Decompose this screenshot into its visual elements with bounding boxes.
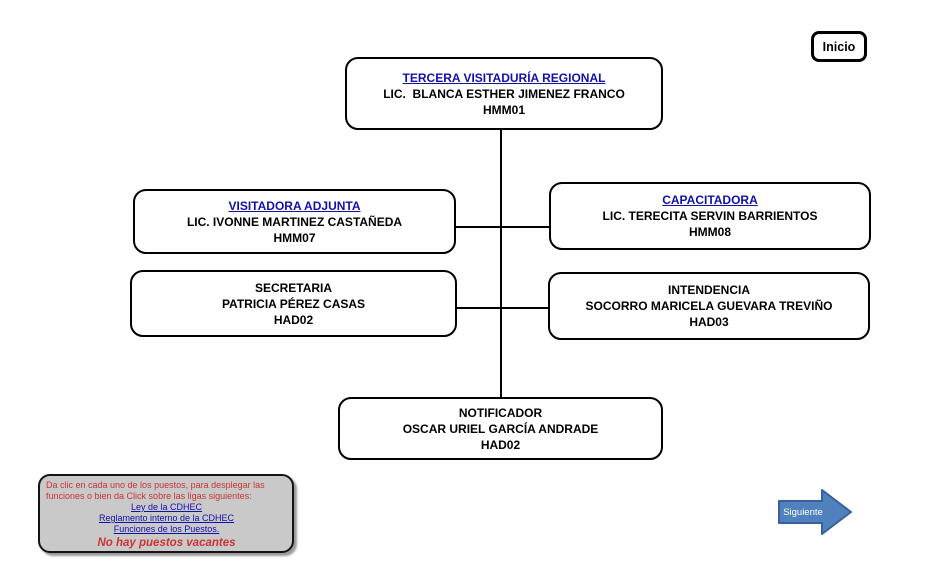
org-node-person: LIC. BLANCA ESTHER JIMENEZ FRANCO (383, 86, 625, 101)
org-node-intendencia[interactable]: INTENDENCIA SOCORRO MARICELA GUEVARA TRE… (548, 272, 870, 340)
inicio-button[interactable]: Inicio (811, 31, 867, 62)
org-node-title-link[interactable]: VISITADORA ADJUNTA (228, 198, 361, 213)
org-node-person: SOCORRO MARICELA GUEVARA TREVIÑO (585, 299, 833, 313)
instructions-text: Da clic en cada uno de los puestos, para… (46, 480, 265, 501)
org-node-person: OSCAR URIEL GARCÍA ANDRADE (402, 421, 599, 436)
connector-row1-horizontal (456, 226, 549, 228)
org-node-capacitadora[interactable]: CAPACITADORA LIC. TERECITA SERVIN BARRIE… (549, 182, 871, 250)
org-node-code: HAD03 (689, 315, 729, 329)
org-node-notificador[interactable]: NOTIFICADOR OSCAR URIEL GARCÍA ANDRADE H… (338, 397, 663, 460)
link-funciones-de-los-puestos[interactable]: Funciones de los Puestos. (113, 524, 220, 534)
link-ley-de-la-cdhec[interactable]: Ley de la CDHEC (130, 502, 203, 512)
org-node-code: HAD02 (480, 437, 521, 452)
org-node-person: LIC. IVONNE MARTINEZ CASTAÑEDA (186, 214, 403, 229)
org-node-person: PATRICIA PÉREZ CASAS (221, 296, 366, 311)
org-node-title: NOTIFICADOR (458, 405, 543, 420)
org-node-code: HMM01 (482, 102, 525, 117)
org-node-code: HAD02 (273, 312, 314, 327)
org-node-title-link[interactable]: CAPACITADORA (662, 193, 758, 207)
instructions-box: Da clic en cada uno de los puestos, para… (38, 474, 294, 553)
connector-row2-horizontal (457, 307, 548, 309)
right-arrow-icon (778, 489, 852, 535)
no-vacancies-text: No hay puestos vacantes (97, 537, 236, 549)
connector-vertical (500, 130, 502, 397)
siguiente-button[interactable]: Siguiente (777, 488, 853, 536)
org-node-title: INTENDENCIA (667, 283, 750, 297)
org-node-tercera-visitaduria[interactable]: TERCERA VISITADURÍA REGIONAL LIC. BLANCA… (345, 57, 663, 130)
org-node-secretaria[interactable]: SECRETARIA PATRICIA PÉREZ CASAS HAD02 (130, 270, 457, 337)
org-node-title: SECRETARIA (254, 280, 333, 295)
org-node-code: HMM07 (273, 230, 316, 245)
org-node-title-link[interactable]: TERCERA VISITADURÍA REGIONAL (402, 70, 606, 85)
link-reglamento-interno-cdhec[interactable]: Reglamento interno de la CDHEC (98, 513, 235, 523)
org-node-visitadora-adjunta[interactable]: VISITADORA ADJUNTA LIC. IVONNE MARTINEZ … (133, 189, 456, 254)
org-node-person: LIC. TERECITA SERVIN BARRIENTOS (602, 209, 818, 223)
siguiente-label: Siguiente (783, 506, 823, 518)
org-node-code: HMM08 (688, 225, 731, 239)
